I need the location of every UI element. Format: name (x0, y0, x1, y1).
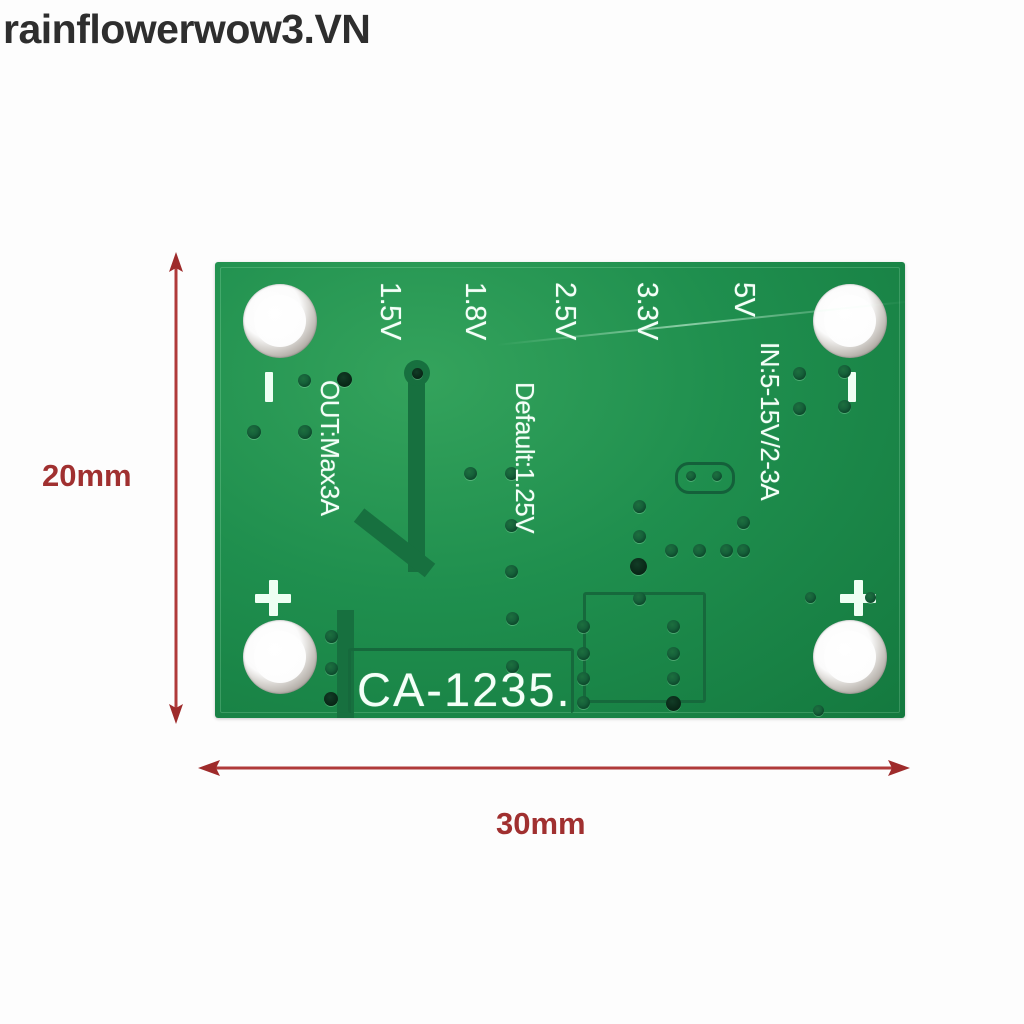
via-hole (506, 660, 519, 673)
via-hole (665, 544, 678, 557)
slot-pad-hole-right (712, 471, 722, 481)
polarity-minus-top-left (265, 372, 273, 402)
pcb-board: 1.5V 1.8V 2.5V 3.3V 5V OUT:Max3A Default… (215, 262, 905, 718)
via-hole (793, 402, 806, 415)
mounting-hole-top-left (243, 284, 317, 358)
via-hole (667, 620, 680, 633)
via-hole (298, 425, 312, 439)
silk-label-2-5v: 2.5V (549, 282, 581, 340)
via-hole (337, 372, 352, 387)
silkscreen-outline-component (583, 592, 706, 703)
via-hole (838, 365, 851, 378)
height-dimension-label: 20mm (42, 458, 132, 493)
via-hole (813, 705, 824, 716)
silkscreen-outline-partnumber (348, 648, 574, 713)
via-hole (298, 374, 311, 387)
silk-label-1-8v: 1.8V (459, 282, 491, 340)
via-hole (667, 672, 680, 685)
trace-via-hole (412, 368, 423, 379)
via-hole (633, 592, 646, 605)
via-hole (324, 692, 338, 706)
via-hole (577, 647, 590, 660)
silk-label-default: Default:1.25V (510, 382, 540, 534)
via-hole (506, 612, 519, 625)
via-hole (247, 425, 261, 439)
watermark-text: rainflowerwow3.VN (3, 6, 371, 52)
via-hole (737, 516, 750, 529)
via-hole (505, 519, 518, 532)
silk-label-1-5v: 1.5V (374, 282, 406, 340)
via-hole (505, 565, 518, 578)
via-hole (464, 467, 477, 480)
via-hole (325, 630, 338, 643)
polarity-minus-top-right (848, 372, 856, 402)
via-hole (693, 544, 706, 557)
polarity-plus-bottom-right (840, 580, 876, 616)
via-hole (737, 544, 750, 557)
silk-label-input: IN:5-15V/2-3A (755, 342, 785, 501)
slot-pad (675, 462, 735, 494)
silk-label-3-3v: 3.3V (631, 282, 663, 340)
via-hole (630, 558, 647, 575)
silk-label-output: OUT:Max3A (315, 380, 345, 516)
via-hole (325, 662, 338, 675)
via-hole (793, 367, 806, 380)
via-hole (805, 592, 816, 603)
mounting-hole-bottom-left (243, 620, 317, 694)
slot-pad-hole-left (686, 471, 696, 481)
height-dimension-arrow (169, 252, 183, 724)
via-hole (667, 647, 680, 660)
via-hole (577, 620, 590, 633)
via-hole (633, 530, 646, 543)
silk-label-5v: 5V (728, 282, 760, 317)
width-dimension-arrow (198, 760, 910, 776)
width-dimension-label: 30mm (496, 806, 586, 841)
via-hole (666, 696, 681, 711)
via-hole (720, 544, 733, 557)
mounting-hole-bottom-right (813, 620, 887, 694)
polarity-plus-bottom-left (255, 580, 291, 616)
silk-label-part-number: CA-1235. (357, 663, 572, 716)
via-hole (577, 672, 590, 685)
via-hole (865, 592, 876, 603)
via-hole (577, 696, 590, 709)
copper-trace-vertical (408, 367, 425, 572)
mounting-hole-top-right (813, 284, 887, 358)
via-hole (838, 400, 851, 413)
via-hole (505, 467, 518, 480)
via-hole (633, 500, 646, 513)
